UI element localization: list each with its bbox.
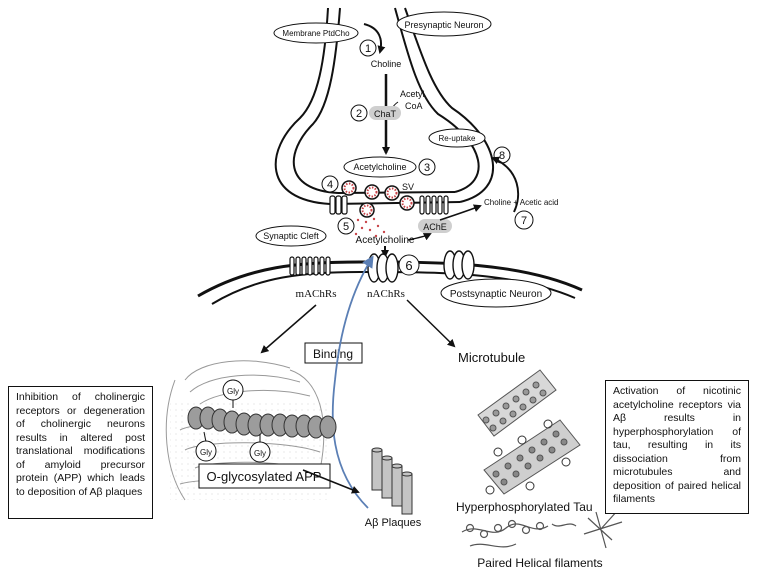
membrane-ptdcho-label: Membrane PtdCho [282,29,350,38]
vesicle [401,197,413,209]
vesicle [343,182,355,194]
acetyl-label: Acetyl [400,89,425,99]
step-7-label: 7 [521,215,527,227]
nachrs-receptor-right [443,250,475,280]
ache-pill [418,219,452,233]
step-markers: 1 2 3 4 5 6 7 8 [321,39,534,276]
re-uptake-arrow [491,156,520,213]
step-7-marker [514,210,534,230]
step-3-label: 3 [424,162,430,174]
vesicle [366,186,378,198]
postsynaptic-neuron-ellipse [440,278,552,308]
step-4-marker [321,175,339,193]
nachrs-label: nAChRs [367,288,405,300]
gly-marker-right [249,441,271,463]
presynaptic-transporter-left [329,195,348,215]
right-description-text: Activation of nicotinic acetylcholine re… [613,385,741,505]
presynaptic-neuron-ellipse [396,11,492,37]
app-bead-chain [187,406,337,439]
synaptic-vesicles [341,180,415,218]
right-description-box: Activation of nicotinic acetylcholine re… [605,380,749,514]
choline-label: Choline [371,59,402,69]
acetylcholine-cleft-label: Acetylcholine [356,235,415,246]
paired-helical-filaments-illustration [461,509,623,549]
step-8-label: 8 [499,150,505,162]
step-6-label: 6 [405,258,412,273]
gly-label-top: Gly [227,387,239,396]
re-uptake-label: Re-uptake [439,134,476,143]
app-to-plaques-arrow [302,469,360,494]
step-2-label: 2 [356,108,362,120]
membrane-ptdcho-ellipse [273,22,359,44]
nachrs-to-tau-arrow [406,299,456,348]
step-2-marker [350,104,368,122]
step-3-marker [418,158,436,176]
step-5-label: 5 [343,221,349,233]
re-uptake-ellipse [428,128,486,148]
left-description-box: Inhibition of cholinergic receptors or d… [8,386,153,519]
ach-to-ache-arrow [407,233,432,241]
o-glycosylated-app-box [198,463,331,489]
coa-label: CoA [405,101,423,111]
gly-marker-top [222,379,244,401]
hyperphosphorylated-tau-label: Hyperphosphorylated Tau [456,500,593,514]
ache-label: AChE [423,222,447,232]
step-1-label: 1 [365,43,371,55]
ache-to-products-arrow [439,204,482,221]
microtubule-label: Microtubule [458,350,525,365]
step-4-label: 4 [327,179,333,191]
gly-label-right: Gly [254,449,266,458]
ptdcho-to-choline-arrow [363,23,386,54]
microtubule-illustration [477,369,557,437]
vesicle [361,204,373,216]
binding-label: Binding [313,347,353,361]
nachrs-receptor [367,253,399,283]
choline-acetic-acid-label: Choline + Acetic acid [484,198,559,207]
abeta-binding-arrow [331,255,374,509]
released-acetylcholine-dots [354,217,386,238]
gly-marker-left [195,440,217,462]
sv-label: SV [402,182,414,192]
chat-pill [369,106,401,120]
vesicle [386,187,398,199]
step-6-marker [398,254,420,276]
presynaptic-neuron-label: Presynaptic Neuron [404,20,483,30]
abeta-plaques-cylinders [371,447,413,515]
machrs-to-app-arrow [260,304,317,354]
paired-helical-filaments-label: Paired Helical filaments [477,556,602,570]
acetylcholine-vesicle-label: Acetylcholine [353,162,406,172]
synaptic-cleft-label: Synaptic Cleft [263,231,319,241]
binding-box [304,342,363,364]
gly-label-left: Gly [200,448,212,457]
synaptic-cleft-ellipse [255,225,327,247]
acetylcholine-vesicle-ellipse [343,156,417,178]
chat-label: ChaT [374,109,397,119]
step-1-marker [359,39,377,57]
abeta-plaques-label: Aβ Plaques [365,517,422,529]
left-description-text: Inhibition of cholinergic receptors or d… [16,391,145,498]
machrs-label: mAChRs [296,288,337,300]
presynaptic-transporter-right [419,195,449,215]
postsynaptic-neuron-label: Postsynaptic Neuron [450,289,542,300]
hyperphosphorylated-tau-illustration [483,419,581,495]
step-5-marker [337,217,355,235]
machrs-receptor [289,256,331,276]
o-glycosylated-app-label: O-glycosylated APP [207,469,322,484]
